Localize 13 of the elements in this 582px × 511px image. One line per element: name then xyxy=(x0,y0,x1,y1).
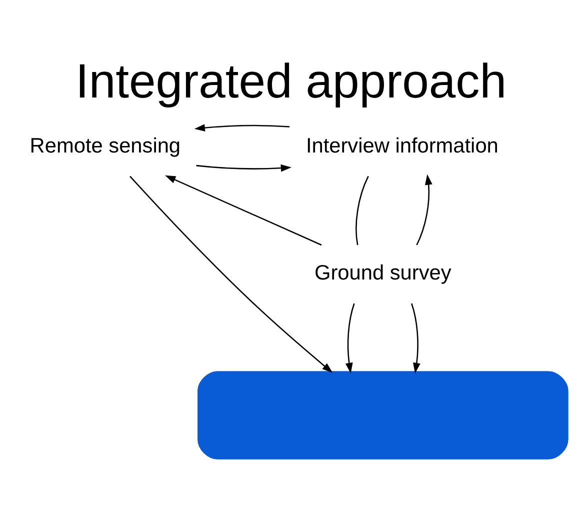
node-text: Remote sensing xyxy=(30,134,181,158)
arrow xyxy=(345,303,355,374)
connector xyxy=(356,176,369,246)
diagram-title: Integrated approach xyxy=(75,54,507,108)
arrow xyxy=(416,174,432,246)
node-text: Ground survey xyxy=(314,261,452,284)
arrow xyxy=(130,176,333,373)
node-box xyxy=(197,371,568,460)
arrow xyxy=(411,303,420,374)
arrow xyxy=(165,175,322,246)
node-text: Interview information xyxy=(306,134,498,158)
arrow xyxy=(194,124,290,132)
arrow xyxy=(196,164,292,172)
